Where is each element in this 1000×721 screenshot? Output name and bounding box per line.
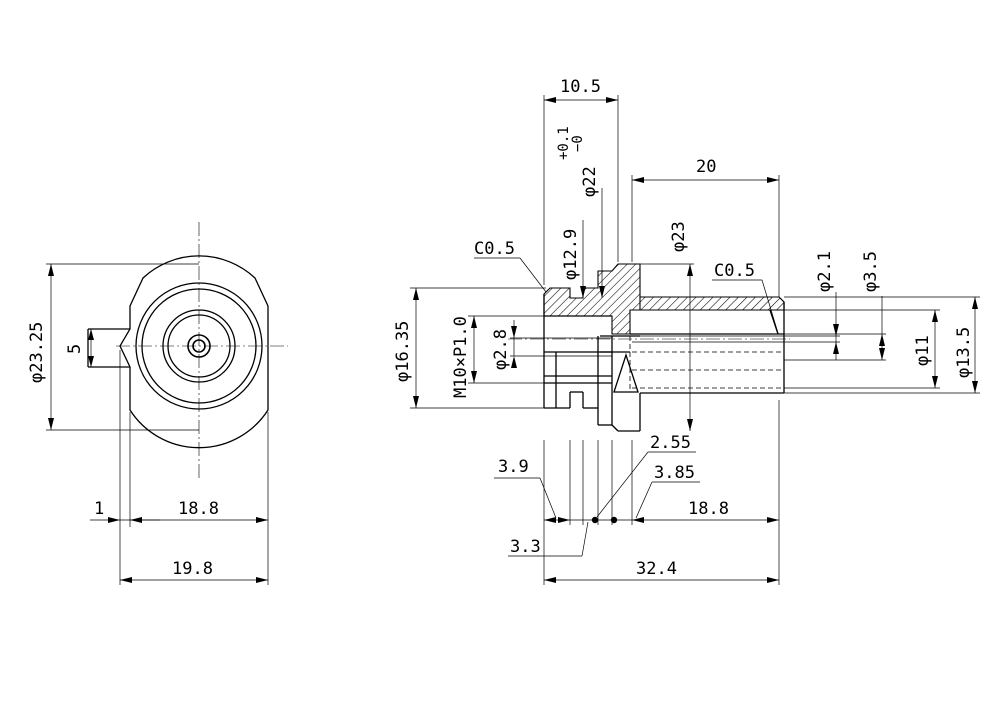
dim-dia-16-35-label: φ16.35 [393,321,413,382]
arrow [48,264,54,276]
arrow [108,517,120,523]
dim-2-55-label: 2.55 [650,433,691,453]
tol-upper-label: +0.1 [556,126,572,160]
arrow [511,326,517,338]
dim-dia-11-label: φ11 [913,335,933,366]
dim-3-3-label: 3.3 [510,537,541,557]
arrow [879,348,885,360]
side-pin-cone [613,352,639,393]
arrow [767,517,779,523]
arrow [256,517,268,523]
arrow [932,376,938,388]
leader-3-3-2 [581,521,589,557]
arrow [544,97,556,103]
leader-c05-left-2 [519,257,547,293]
side-view: 10.5 20 +0.1 −0 φ22 φ12.9 φ23 C0.5 C0.5 [393,77,980,585]
front-circle-3 [162,309,236,383]
arrow [687,264,693,276]
front-dim-19-8-label: 19.8 [172,559,213,579]
arrow [88,329,94,340]
arrow [632,177,644,183]
arrow [471,371,477,383]
arrow [558,517,570,523]
front-outer-profile [119,255,269,449]
arrow [599,286,605,298]
arrow [88,356,94,367]
front-circle-6 [192,339,206,353]
arrow [606,97,618,103]
dim-3-9-label: 3.9 [498,457,529,477]
dim-32-4-label: 32.4 [636,559,677,579]
arrow [120,577,132,583]
dim-dia-2-1-label: φ2.1 [815,251,835,292]
arrow [972,297,978,309]
dim-18-8b-label: 18.8 [688,499,729,519]
dim-dia-23-label: φ23 [669,221,689,252]
arrow [580,286,586,298]
front-circle-1 [135,282,263,410]
arrow [511,356,517,368]
chamfer-left-label: C0.5 [474,239,515,259]
side-tube-chamfer [769,309,779,335]
dim-dia-2-8-label: φ2.8 [491,329,511,370]
dim-dia-22-label: φ22 [580,166,600,197]
arrow [879,334,885,346]
front-circle-5 [187,334,211,358]
arrow [471,316,477,328]
arrow [256,577,268,583]
arrow [544,577,556,583]
arrow [767,577,779,583]
arrow [833,342,839,354]
arrow [413,396,419,408]
leader-3-9-2 [539,477,557,519]
front-circle-2 [141,288,257,404]
leader-c05-right-2 [761,279,779,334]
front-dim-5-label: 5 [65,344,85,354]
arrow [632,517,644,523]
dim-dia-3-5-label: φ3.5 [861,251,881,292]
front-circle-4 [167,314,231,378]
dot-marker [591,516,599,524]
dim-dia-13-5-label: φ13.5 [954,327,974,378]
front-dim-23-25-label: φ23.25 [27,322,47,383]
leader-2-55-2 [596,451,649,518]
arrow [767,177,779,183]
arrow [48,418,54,430]
dim-10-5-label: 10.5 [560,77,601,97]
leader-3-85-2 [635,481,653,519]
dot-marker [610,516,618,524]
tol-lower-label: −0 [570,135,586,152]
chamfer-right-label: C0.5 [714,261,755,281]
arrow [687,419,693,431]
dim-3-85-label: 3.85 [654,463,695,483]
front-view: φ23.25 5 1 18.8 19.8 [27,222,288,585]
arrow [544,517,556,523]
arrow [833,324,839,336]
dim-20-label: 20 [696,157,716,177]
thread-label: M10×P1.0 [451,316,471,398]
front-dim-18-8-label: 18.8 [178,499,219,519]
dim-dia-12-9-label: φ12.9 [561,229,581,280]
side-flange-bottom [611,424,619,432]
section-tube-wall [639,296,785,311]
arrow [932,310,938,322]
front-dim-1-label: 1 [94,499,104,519]
arrow [972,381,978,393]
arrow [413,288,419,300]
